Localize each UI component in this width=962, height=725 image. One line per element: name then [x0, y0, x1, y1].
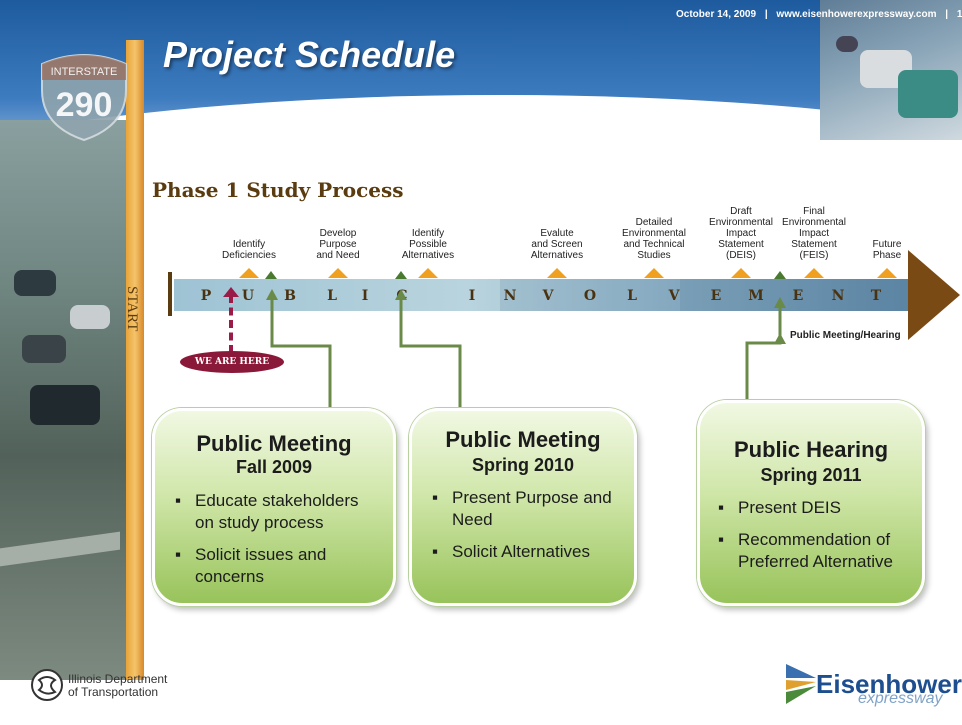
timeline-letter: O	[583, 288, 597, 304]
stage-label: Identify Deficiencies	[222, 239, 276, 261]
stage-marker	[644, 268, 664, 278]
stage-marker	[877, 268, 897, 278]
car-image	[70, 305, 110, 329]
idot-name: Illinois Department of Transportation	[68, 673, 167, 699]
header-date: October 14, 2009	[676, 9, 757, 20]
timeline-letter: P	[200, 288, 212, 304]
stage-label: Final Environmental Impact Statement (FE…	[782, 206, 846, 261]
timeline-letter: V	[668, 288, 680, 304]
timeline-letter: L	[327, 288, 337, 304]
stage-label: Future Phase	[872, 239, 902, 261]
timeline-letter: U	[241, 288, 255, 304]
barrier-image	[0, 531, 120, 567]
car-image	[898, 70, 958, 118]
callout-bullet: ▪Present Purpose and Need	[432, 488, 612, 529]
callout-title: Public Meeting	[445, 427, 601, 452]
timeline-band-shade	[500, 279, 680, 311]
idot-line: of Transportation	[68, 685, 159, 699]
stage-marker	[547, 268, 567, 278]
timeline-band-shade	[680, 279, 910, 311]
orange-accent-bar	[126, 40, 144, 680]
timeline-letter: V	[542, 288, 554, 304]
stage-marker	[239, 268, 259, 278]
timeline-letter: C	[396, 288, 408, 304]
callout-public-hearing-spring-2011: Public Hearing Spring 2011 ▪Present DEIS…	[697, 400, 925, 606]
bullet-icon: ▪	[432, 488, 439, 507]
timeline-letter: M	[748, 288, 764, 304]
callout-subtitle: Spring 2010	[471, 455, 575, 475]
stage-label: Evalute and Screen Alternatives	[530, 228, 584, 261]
car-image	[836, 36, 858, 52]
stage-marker	[804, 268, 824, 278]
callout-bullets: ▪Present DEIS ▪Recommendation of Preferr…	[718, 497, 912, 583]
callout-bullet: ▪Recommendation of Preferred Alternative	[718, 530, 893, 571]
interstate-290-shield-icon: INTERSTATE 290	[41, 54, 127, 142]
start-label: START	[124, 286, 140, 332]
eisenhower-logo-icon	[786, 664, 816, 704]
stage-label: Draft Environmental Impact Statement (DE…	[709, 206, 773, 261]
stage-marker	[328, 268, 348, 278]
callout-subtitle: Fall 2009	[235, 457, 313, 477]
timeline-letter: L	[627, 288, 637, 304]
we-are-here-badge: WE ARE HERE	[180, 351, 284, 373]
header-url[interactable]: www.eisenhowerexpressway.com	[776, 9, 937, 20]
timeline-letter: T	[870, 288, 882, 304]
bullet-icon: ▪	[718, 498, 725, 517]
callout-bullets: ▪Educate stakeholders on study process ▪…	[175, 490, 375, 598]
highway-photo-left	[0, 120, 138, 680]
stage-marker	[418, 268, 438, 278]
milestone-marker	[265, 271, 277, 279]
public-meeting-hearing-label: Public Meeting/Hearing	[790, 330, 901, 341]
callout-bullet: ▪Solicit issues and concerns	[175, 545, 327, 586]
milestone-marker	[395, 271, 407, 279]
milestone-marker	[774, 271, 786, 279]
page-title: Project Schedule	[163, 34, 456, 75]
callout-bullet: ▪Present DEIS	[718, 498, 841, 517]
phase-title: Phase 1 Study Process	[152, 178, 404, 202]
bullet-icon: ▪	[175, 491, 182, 510]
timeline-letter: N	[831, 288, 845, 304]
stage-label: Detailed Environmental and Technical Stu…	[622, 217, 686, 261]
timeline-letter: N	[503, 288, 517, 304]
callout-title: Public Meeting	[196, 431, 352, 456]
here-arrow-icon	[223, 287, 239, 297]
car-image	[22, 335, 66, 363]
here-dashed-line	[229, 295, 233, 353]
shield-number: 290	[56, 86, 113, 124]
callout-title: Public Hearing	[733, 437, 889, 462]
stage-marker	[731, 268, 751, 278]
timeline-arrow-head	[908, 250, 960, 340]
stage-label: Identify Possible Alternatives	[401, 228, 455, 261]
header-separator: |	[945, 9, 949, 20]
car-image	[30, 385, 100, 425]
timeline-letter: I	[468, 288, 476, 304]
callout-bullet: ▪Solicit Alternatives	[432, 542, 590, 561]
idot-logo-icon	[31, 669, 63, 701]
header-white-sweep	[0, 95, 962, 355]
bullet-icon: ▪	[432, 542, 439, 561]
timeline-letter: E	[710, 288, 722, 304]
expressway-wordmark: expressway	[858, 690, 943, 707]
callout-bullet: ▪Educate stakeholders on study process	[175, 491, 359, 532]
eisenhower-wordmark: Eisenhower	[816, 669, 962, 699]
callout-bullets: ▪Present Purpose and Need ▪Solicit Alter…	[432, 487, 622, 573]
timeline-letter: E	[792, 288, 804, 304]
car-image	[14, 270, 56, 296]
header-separator: |	[764, 9, 768, 20]
page-number: 11	[956, 9, 962, 20]
bullet-icon: ▪	[175, 545, 182, 564]
header-meta: October 14, 2009 | www.eisenhowerexpress…	[676, 9, 962, 23]
stage-label: Develop Purpose and Need	[316, 228, 360, 261]
highway-photo-top-right	[820, 0, 962, 140]
timeline-letter: B	[284, 288, 296, 304]
idot-line: Illinois Department	[68, 672, 168, 686]
start-bar	[168, 272, 172, 316]
callout-public-meeting-fall-2009: Public Meeting Fall 2009 ▪Educate stakeh…	[152, 408, 396, 606]
bullet-icon: ▪	[718, 530, 725, 549]
callout-subtitle: Spring 2011	[760, 465, 862, 485]
shield-top-text: INTERSTATE	[51, 66, 118, 78]
callout-public-meeting-spring-2010: Public Meeting Spring 2010 ▪Present Purp…	[409, 408, 637, 606]
timeline-letter: I	[361, 288, 369, 304]
